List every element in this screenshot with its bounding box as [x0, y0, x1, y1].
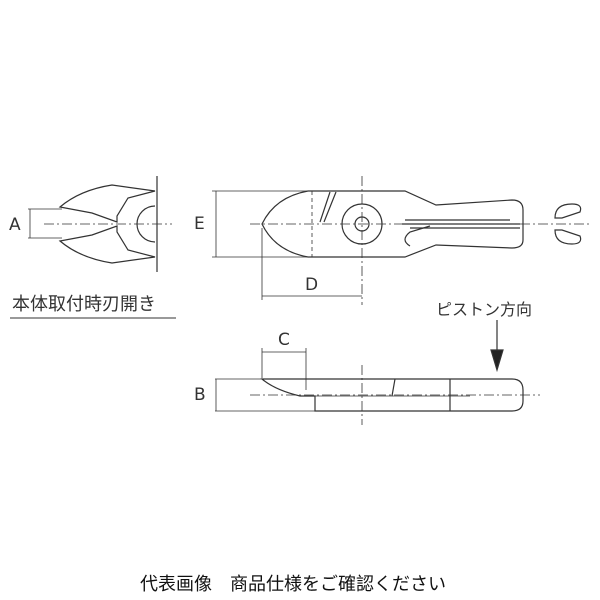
side-view	[215, 348, 540, 425]
label-b: B	[194, 385, 206, 405]
label-d: D	[305, 275, 319, 295]
top-view	[212, 176, 590, 305]
footer-note: 代表画像 商品仕様をご確認ください	[140, 574, 446, 595]
label-e: E	[194, 214, 205, 234]
label-c: C	[278, 330, 290, 350]
label-a: A	[9, 215, 21, 235]
piston-direction-label: ピストン方向	[436, 300, 533, 319]
mounted-blade-opening-caption: 本体取付時刃開き	[12, 294, 156, 315]
piston-arrow	[490, 320, 504, 373]
jaw-open-view	[28, 176, 172, 272]
